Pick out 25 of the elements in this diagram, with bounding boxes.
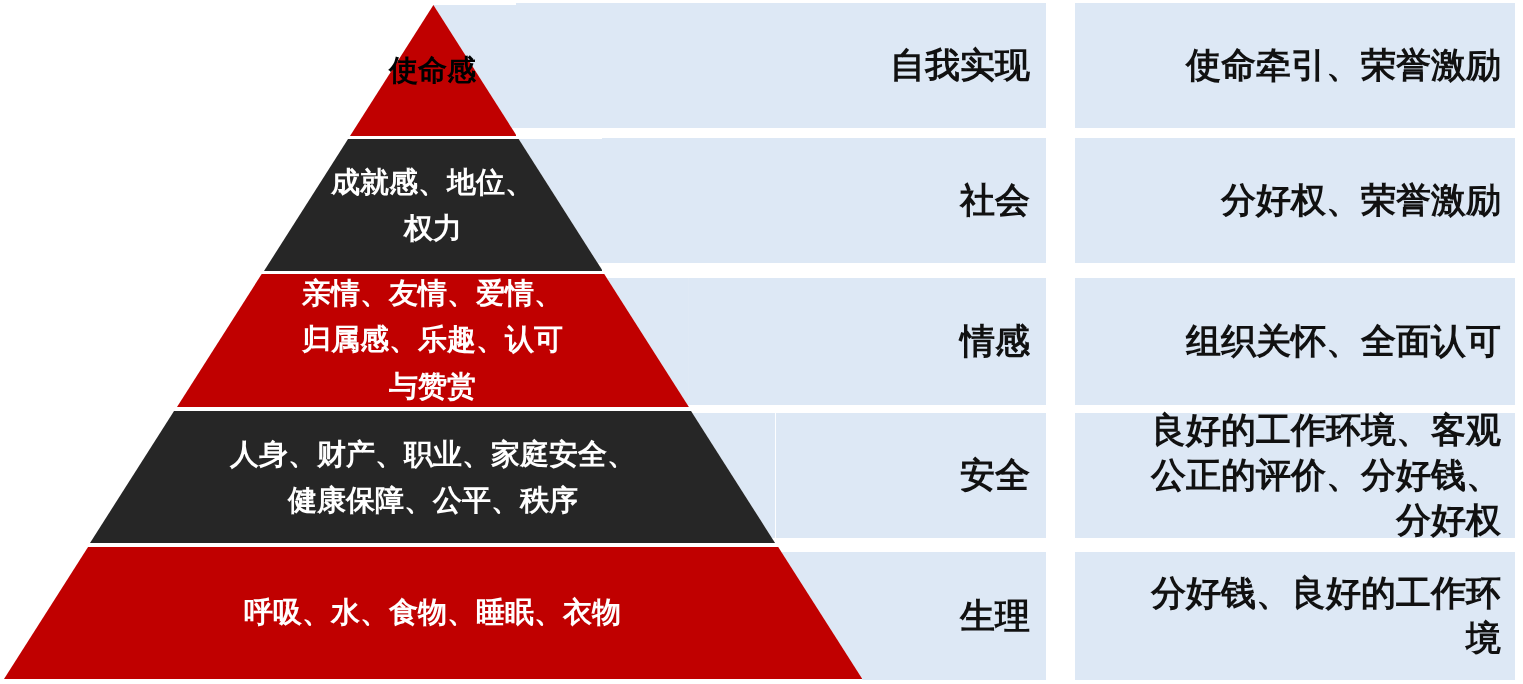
pyramid-level	[90, 411, 776, 543]
pyramid-level	[263, 139, 603, 271]
level-text: 人身、财产、职业、家庭安全、健康保障、公平、秩序	[229, 435, 637, 519]
level-name: 自我实现	[890, 44, 1030, 87]
pyramid-top-triangle	[349, 5, 517, 136]
level-text: 呼吸、水、食物、睡眠、衣物	[243, 593, 623, 631]
measure-text: 使命牵引、荣誉激励	[1184, 44, 1501, 88]
pyramid-level	[177, 274, 689, 407]
level-name: 情感	[960, 320, 1030, 363]
level-text: 使命感	[387, 51, 478, 89]
level-text: 亲情、友情、爱情、归属感、乐趣、认可与赞赏	[301, 275, 565, 406]
level-name: 社会	[960, 179, 1030, 222]
measure-band	[1075, 552, 1515, 680]
measure-text: 分好钱、良好的工作环境	[1149, 572, 1501, 660]
measure-band	[1075, 278, 1515, 405]
level-name: 生理	[960, 594, 1030, 638]
pyramid-level	[3, 547, 863, 679]
measure-text: 分好权、荣誉激励	[1219, 179, 1501, 223]
measure-text: 良好的工作环境、客观公正的评价、分好钱、分好权	[1149, 409, 1501, 542]
measure-band	[1075, 3, 1515, 128]
measure-band	[1075, 138, 1515, 263]
level-name: 安全	[960, 454, 1030, 497]
measure-text: 组织关怀、全面认可	[1184, 320, 1501, 364]
level-text: 成就感、地位、权力	[330, 163, 536, 247]
measure-band	[1075, 413, 1515, 538]
